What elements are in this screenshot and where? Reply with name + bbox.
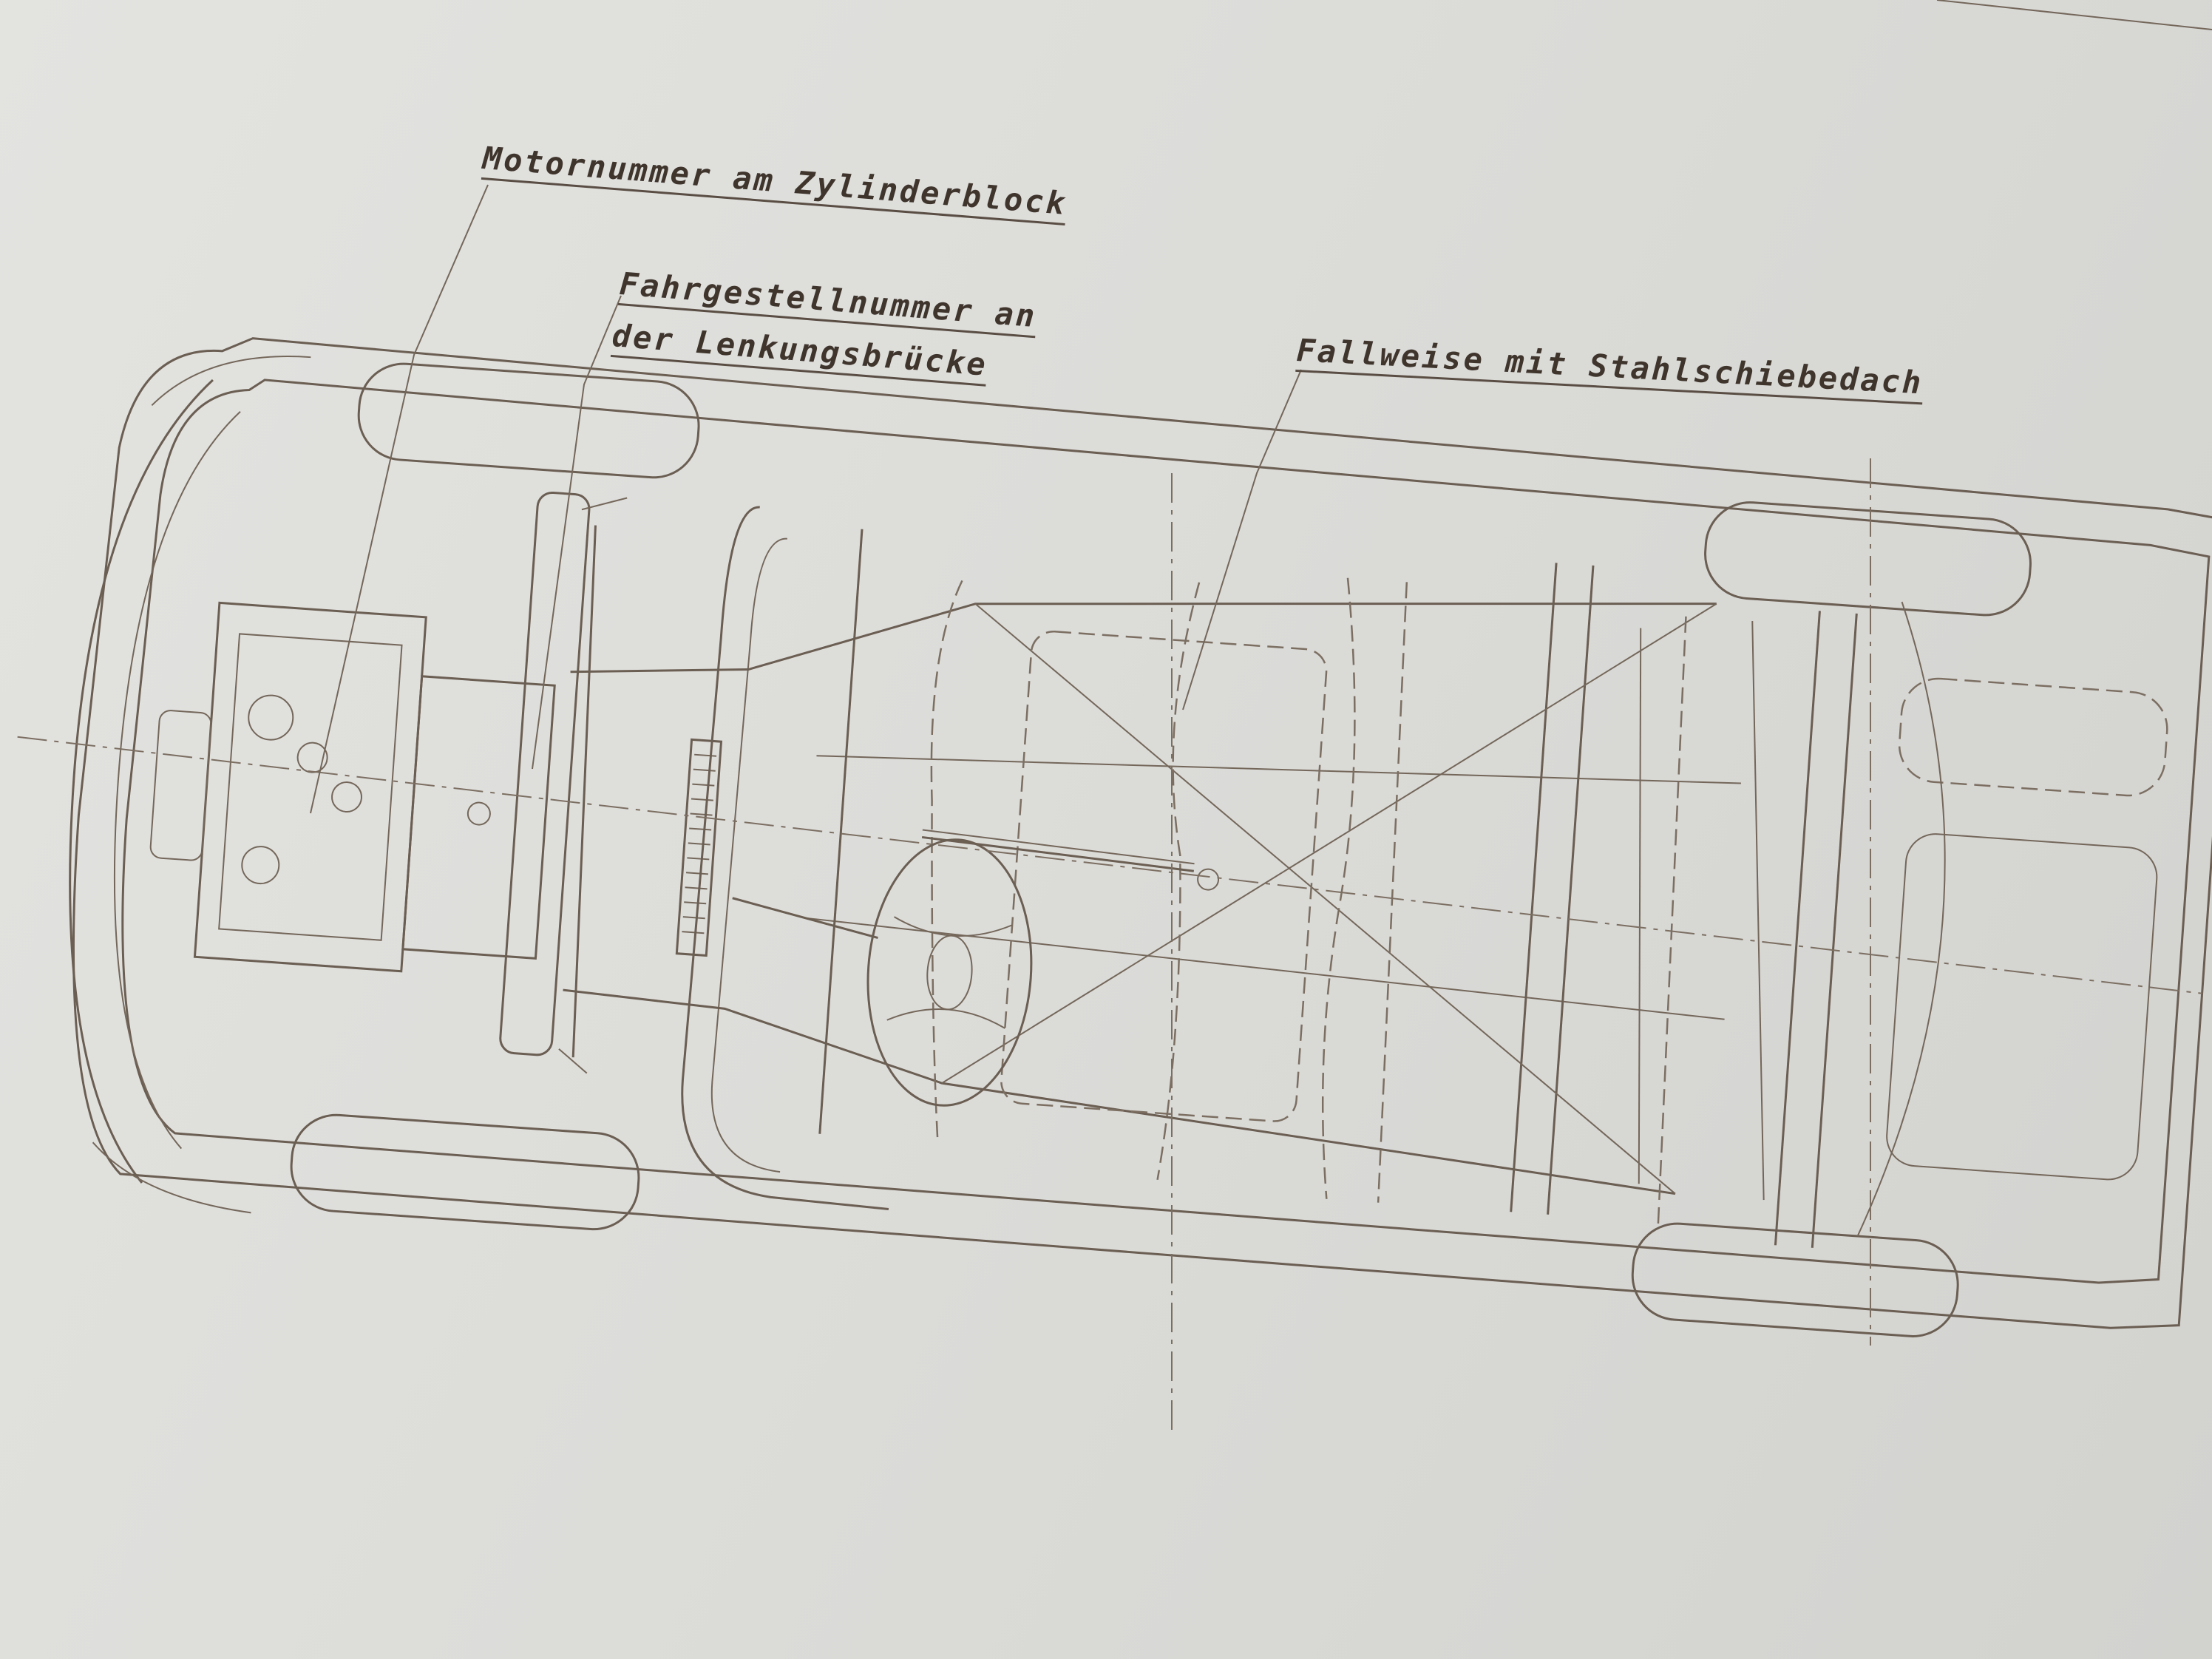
rear-axle — [1774, 611, 1821, 1246]
front-bumper — [69, 379, 214, 1184]
leader-chassis-number — [532, 295, 622, 770]
frame-tube-lower — [563, 988, 1676, 1195]
rear-left-wheel — [1704, 501, 2032, 617]
firewall — [681, 506, 889, 1211]
front-axle-beam — [499, 491, 591, 1056]
cross-member-2 — [1510, 563, 1558, 1212]
rear-right-wheel — [1631, 1222, 1959, 1337]
rear-compartment — [1898, 677, 2168, 797]
center-axis — [17, 736, 2202, 994]
steering-gear — [675, 738, 723, 957]
propeller-shaft — [921, 835, 1195, 872]
sunroof-outline — [1000, 630, 1328, 1122]
frame-tube-upper — [570, 603, 1717, 674]
leader-engine-number — [310, 184, 489, 814]
steering-column — [732, 897, 878, 940]
front-right-wheel — [290, 1113, 640, 1231]
body-inner-outline — [121, 379, 2211, 1284]
leader-sunroof — [1182, 369, 1302, 710]
page-edge-line — [1936, 0, 2212, 30]
radiator-housing — [401, 675, 556, 960]
front-left-wheel — [357, 362, 700, 479]
body-outer-outline — [72, 337, 2212, 1329]
cross-member-3 — [1547, 565, 1595, 1215]
cross-member-1 — [818, 529, 864, 1134]
car-body — [17, 337, 2212, 1337]
steering-wheel — [866, 838, 1033, 1107]
